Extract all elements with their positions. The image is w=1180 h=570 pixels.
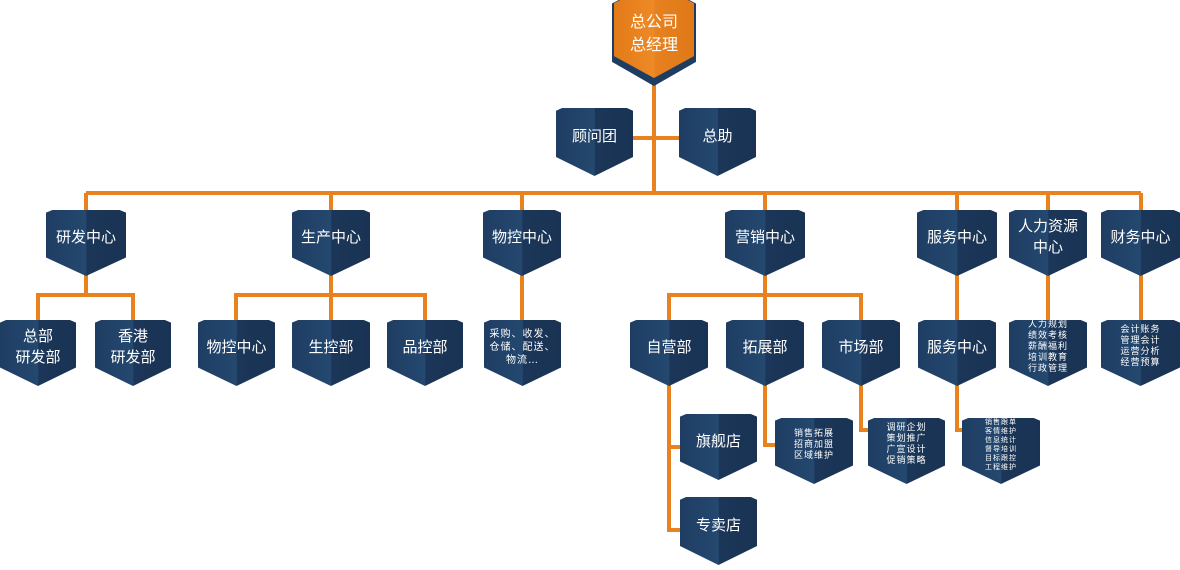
label: 品控部 — [402, 337, 448, 356]
label: 香港 研发部 — [110, 327, 156, 366]
label: 销售跟单 客情维护 信息统计 督导培训 目标跟控 工程维护 — [985, 418, 1017, 471]
label: 旗舰店 — [695, 431, 741, 450]
label: 自营部 — [646, 337, 692, 356]
label: 会计账务 管理会计 运营分析 经营预算 — [1120, 325, 1161, 368]
root-label: 总公司 总经理 — [629, 12, 678, 54]
label: 专卖店 — [695, 515, 741, 534]
label: 采购、收发、 仓储、配送、 物流… — [489, 328, 556, 366]
label: 服务中心 — [926, 337, 987, 356]
label: 销售拓展 招商加盟 区域维护 — [793, 428, 834, 461]
label: 总部 研发部 — [15, 327, 61, 366]
label: 营销中心 — [734, 227, 795, 246]
label: 物控中心 — [206, 337, 267, 356]
label: 总助 — [702, 126, 733, 145]
label: 人力资源 中心 — [1017, 217, 1078, 256]
label: 拓展部 — [742, 337, 788, 356]
label: 物控中心 — [491, 227, 552, 246]
label: 财务中心 — [1110, 227, 1171, 246]
label: 服务中心 — [926, 227, 987, 246]
label: 生产中心 — [300, 227, 361, 246]
label: 研发中心 — [55, 227, 116, 246]
label: 调研企划 策划推广 广宣设计 促销策略 — [886, 423, 927, 466]
label: 顾问团 — [571, 126, 617, 145]
label: 人力规划 绩效考核 薪酬福利 培训教育 行政管理 — [1027, 319, 1068, 374]
label: 生控部 — [308, 337, 354, 356]
label: 市场部 — [838, 337, 884, 356]
